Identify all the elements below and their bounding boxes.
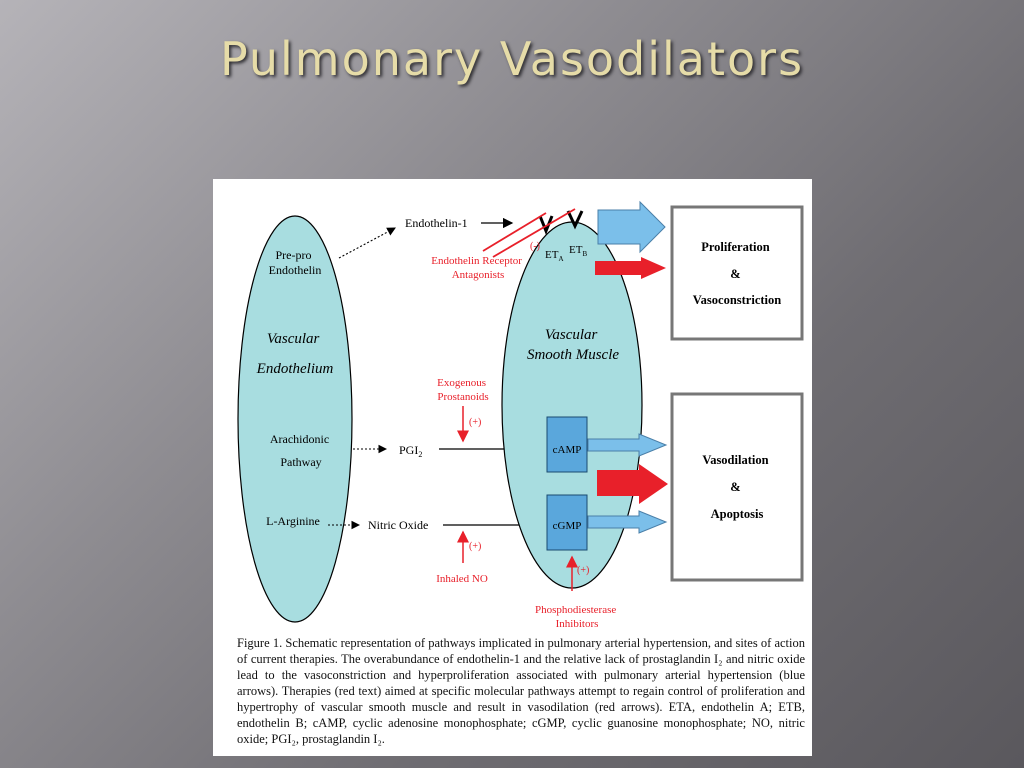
exogenous-prostanoids-label: Exogenous Prostanoids <box>437 377 489 403</box>
blue-arrow-cgmp <box>587 510 668 534</box>
blue-arrow-proliferation <box>597 200 666 254</box>
red-arrow-vasodilation <box>597 464 668 504</box>
receptor-minus-label: (-) <box>530 241 540 252</box>
l-arginine-label: L-Arginine <box>266 514 320 528</box>
arachidonic-pathway-label: Arachidonic Pathway <box>270 432 332 469</box>
cgmp-label: cGMP <box>553 520 582 532</box>
camp-box <box>546 416 588 473</box>
vasodilation-text: Vasodilation & Apoptosis <box>702 453 771 521</box>
caption-text: Schematic representation of pathways imp… <box>237 636 806 746</box>
pde-inhibitors-label: Phosphodiesterase Inhibitors <box>535 604 619 629</box>
proliferation-text: Proliferation & Vasoconstriction <box>693 240 781 307</box>
vascular-endothelium-label: Vascular Endothelium <box>256 331 334 377</box>
eta-receptor <box>538 215 554 236</box>
pgi2-label: PGI2 <box>399 443 422 459</box>
etb-label: ETB <box>569 244 587 258</box>
endothelium-ellipse <box>237 215 353 623</box>
era-inhibitor-line-1 <box>482 212 547 252</box>
pre-pro-endothelin-label: Pre-pro Endothelin <box>269 248 322 277</box>
cgmp-box <box>546 494 588 551</box>
blue-arrow-camp <box>587 433 668 457</box>
vasodilation-box <box>670 392 804 582</box>
figure-caption: Figure 1. Schematic representation of pa… <box>237 635 805 747</box>
slide-title: Pulmonary Vasodilators <box>219 32 805 86</box>
pde-plus: (+) <box>577 565 589 576</box>
era-inhibitor-line-2 <box>492 208 576 258</box>
nitric-oxide-label: Nitric Oxide <box>368 518 428 532</box>
endothelin-1-label: Endothelin-1 <box>405 216 468 230</box>
inhaled-no-label: Inhaled NO <box>436 573 488 585</box>
camp-label: cAMP <box>553 444 582 456</box>
dotted-arrow-endothelin <box>338 227 396 259</box>
pathway-diagram: Pre-pro Endothelin Vascular Endothelium … <box>237 200 804 629</box>
etb-receptor <box>566 210 584 230</box>
figure-panel: Pre-pro Endothelin Vascular Endothelium … <box>213 179 812 756</box>
prostanoids-plus: (+) <box>469 417 481 428</box>
era-label: Endothelin Receptor Antagonists <box>431 255 524 281</box>
eta-label: ETA <box>545 249 564 263</box>
vascular-smooth-muscle-label: Vascular Smooth Muscle <box>527 327 619 363</box>
red-arrow-proliferation <box>595 257 666 279</box>
proliferation-box <box>670 205 804 341</box>
figure-label: Figure 1. <box>237 636 283 650</box>
inhaled-no-plus: (+) <box>469 541 481 552</box>
